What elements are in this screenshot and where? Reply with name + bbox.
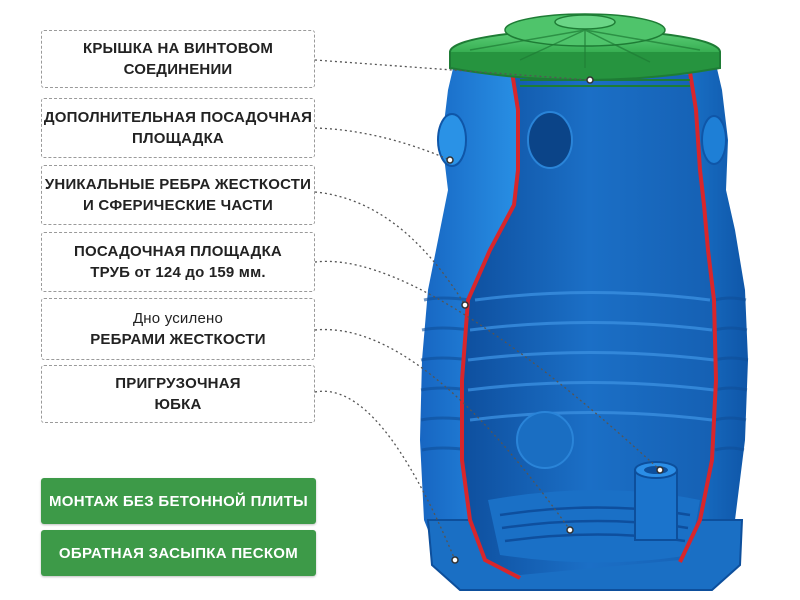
callout-line: УНИКАЛЬНЫЕ РЕБРА ЖЕСТКОСТИ [44, 176, 312, 193]
callout-line: РЕБРАМИ ЖЕСТКОСТИ [90, 331, 266, 348]
callout-line: ЮБКА [154, 396, 202, 413]
right-ribs [714, 296, 749, 452]
callout-line: И СФЕРИЧЕСКИЕ ЧАСТИ [82, 197, 274, 214]
screw-lid [449, 13, 721, 87]
sand-backfill-button[interactable]: ОБРАТНАЯ ЗАСЫПКА ПЕСКОМ [41, 530, 316, 576]
callout-pipe-seat: ПОСАДОЧНАЯ ПЛОЩАДКА ТРУБ от 124 до 159 м… [41, 232, 315, 292]
callout-line: ТРУБ от 124 до 159 мм. [90, 264, 266, 281]
right-upper-boss [701, 115, 727, 165]
lid-thread [520, 79, 690, 87]
leader-pipe-seat [314, 260, 661, 471]
callout-line: ДОПОЛНИТЕЛЬНАЯ ПОСАДОЧНАЯ [43, 109, 313, 126]
callout-stiffening-ribs: УНИКАЛЬНЫЕ РЕБРА ЖЕСТКОСТИ И СФЕРИЧЕСКИЕ… [41, 165, 315, 225]
leader-ribs [314, 191, 466, 306]
no-concrete-slab-button[interactable]: МОНТАЖ БЕЗ БЕТОННОЙ ПЛИТЫ [41, 478, 316, 524]
callout-ballast-skirt: ПРИГРУЗОЧНАЯ ЮБКА [41, 365, 315, 423]
callout-reinforced-bottom: Дно усилено РЕБРАМИ ЖЕСТКОСТИ [41, 298, 315, 360]
leader-lid [314, 59, 591, 81]
leader-dots [446, 76, 664, 564]
callout-line: ПЛОЩАДКА [132, 130, 224, 147]
left-upper-boss [437, 113, 467, 167]
callout-line: КРЫШКА НА ВИНТОВОМ [82, 40, 274, 57]
leader-lines [314, 59, 661, 561]
leader-skirt [314, 390, 456, 561]
cut-edge-outline [460, 71, 719, 580]
callout-line: Дно усилено [132, 310, 224, 327]
interior-upper-opening [527, 111, 573, 169]
callout-line: СОЕДИНЕНИИ [123, 61, 233, 78]
callout-line: ПРИГРУЗОЧНАЯ [115, 375, 241, 392]
interior-lower-opening [516, 411, 574, 469]
interior-ribs [467, 291, 715, 422]
leader-extra-seat [314, 127, 451, 161]
callout-extra-seat: ДОПОЛНИТЕЛЬНАЯ ПОСАДОЧНАЯ ПЛОЩАДКА [41, 98, 315, 158]
callout-screw-lid: КРЫШКА НА ВИНТОВОМ СОЕДИНЕНИИ [41, 30, 315, 88]
tank-interior [460, 70, 719, 580]
callout-line: ПОСАДОЧНАЯ ПЛОЩАДКА [74, 243, 282, 260]
pipe-seat [634, 461, 678, 541]
